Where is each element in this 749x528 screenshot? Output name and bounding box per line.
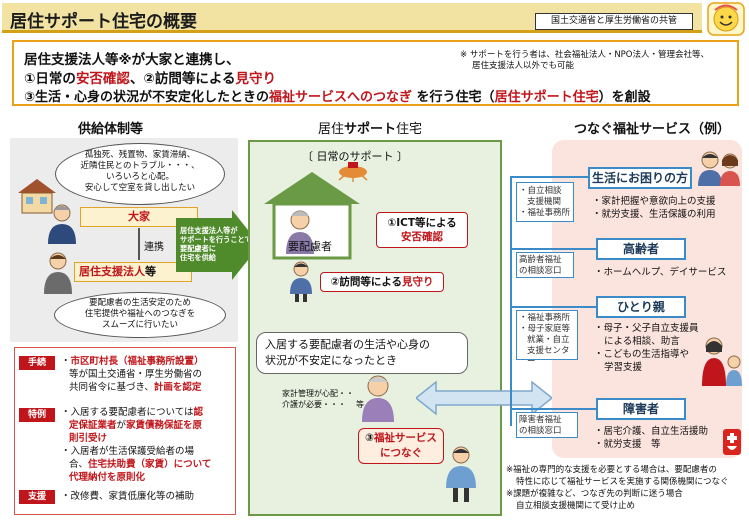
connect-line bbox=[138, 228, 140, 260]
summary-line-2: ①日常の安否確認、②訪問等による見守り bbox=[24, 71, 276, 87]
right-section-title: つなぐ福祉サービス（例） bbox=[574, 122, 731, 137]
support-corp-label: 居住支援法人等 bbox=[74, 262, 192, 282]
label-disability: 障害者福祉 の相談窓口 bbox=[516, 412, 578, 438]
person-label: 要配慮者 bbox=[288, 240, 332, 253]
renkei-label: 連携 bbox=[144, 242, 164, 253]
ministry-label: 国土交通省と厚生労働省の共管 bbox=[535, 13, 693, 30]
svc-list-single-parent: ・母子・父子自立支援員 による相談、助言 ・こどもの生活指導や 学習支援 bbox=[594, 323, 699, 373]
ict-check-box: ①ICT等による 安否確認 bbox=[376, 212, 468, 248]
support-thought-bubble: 要配慮者の生活安定のため 住宅提供や福祉へのつなぎを スムーズに行いたい bbox=[54, 292, 226, 338]
tag-support: 支援 bbox=[19, 490, 55, 504]
summary-line-1: 居住支援法人等※が大家と連携し、 bbox=[24, 52, 240, 68]
label-single-parent: ・福祉事務所 ・母子家庭等 就業・自立 支援センター bbox=[516, 310, 578, 367]
daily-support-label: 〔 日常のサポート 〕 bbox=[302, 150, 408, 163]
support-staff-icon bbox=[44, 252, 72, 294]
worry-text: 家計管理が心配・・ 介護が必要・・・等 bbox=[282, 389, 364, 409]
summary-box: 居住支援法人等※が大家と連携し、 ①日常の安否確認、②訪問等による見守り ③生活… bbox=[12, 40, 739, 106]
svc-list-elderly: ・ホームヘルプ、デイサービス bbox=[594, 267, 727, 278]
couple-icon bbox=[698, 151, 740, 186]
svc-head-needy: 生活にお困りの方 bbox=[588, 167, 692, 189]
supply-arrow bbox=[176, 210, 260, 280]
center-section-title: 居住サポート住宅 bbox=[318, 122, 423, 137]
supply-arrow-text: 居住支援法人等が サポートを行うことで 要配慮者に 住宅を供給 bbox=[180, 226, 252, 262]
visit-watch-box: ②訪問等による見守り bbox=[320, 272, 444, 292]
procedure-text: ・市区町村長（福祉事務所設置） 等が国土交通省・厚生労働省の 共同省令に基づき、… bbox=[61, 356, 204, 393]
home-icon bbox=[264, 172, 360, 260]
subsidy-text: ・改修費、家賃低廉化等の補助 bbox=[61, 491, 195, 502]
svc-head-single-parent: ひとり親 bbox=[596, 296, 686, 318]
help-mark-icon bbox=[723, 429, 741, 455]
connect-double-arrow bbox=[416, 380, 552, 416]
svc-list-needy: ・家計把握や意欲向上の支援 ・就労支援、生活保護の利用 bbox=[592, 196, 716, 220]
landlord-person-icon bbox=[48, 204, 76, 244]
tag-exception: 特例 bbox=[19, 408, 55, 422]
smiley-logo-icon bbox=[707, 2, 745, 36]
support-measures-box: 手続 ・市区町村長（福祉事務所設置） 等が国土交通省・厚生労働省の 共同省令に基… bbox=[14, 347, 236, 515]
elderly-person-icon bbox=[362, 375, 394, 422]
summary-line-3: ③生活・心身の状況が不安定化したときの福祉サービスへのつなぎ を行う住宅（居住サ… bbox=[24, 90, 651, 105]
svc-head-elderly: 高齢者 bbox=[596, 238, 686, 260]
unstable-situation-box: 入居する要配慮者の生活や心身の 状況が不安定になったとき bbox=[256, 332, 468, 374]
page-title: 居住サポート住宅の概要 bbox=[10, 12, 197, 32]
sensor-lamp-icon bbox=[338, 162, 368, 182]
bracket-line bbox=[510, 176, 512, 426]
exception-text: ・入居する要配慮者については認 定保証業者が家賃債務保証を原 則引受け ・入居者… bbox=[61, 407, 212, 483]
svc-list-disability: ・居宅介護、自立生活援助 ・就労支援 等 bbox=[594, 426, 709, 450]
left-section-title: 供給体制等 bbox=[78, 122, 144, 137]
landlord-thought-bubble: 孤独死、残置物、家賃滞納、 近隣住民とのトラブル・・・、 いろいろと心配。 安心… bbox=[55, 143, 225, 205]
landlord-label: 大家 bbox=[80, 207, 198, 227]
parent-child-icon bbox=[702, 337, 742, 386]
house-icon bbox=[18, 179, 56, 214]
label-self-support: ・自立相談 支援機関 ・福祉事務所 bbox=[516, 182, 574, 222]
tag-procedure: 手続 bbox=[19, 356, 55, 370]
svc-head-disability: 障害者 bbox=[596, 398, 686, 420]
caregiver-person-icon bbox=[446, 446, 476, 502]
welfare-footnote: ※福祉の専門的な支援を必要とする場合は、要配慮者の 特性に応じて福祉サービスを実… bbox=[506, 465, 729, 511]
label-elderly: 高齢者福祉 の相談窓口 bbox=[516, 252, 574, 278]
visitor-person-icon bbox=[290, 261, 312, 302]
connect-welfare-box: ③福祉サービス につなぐ bbox=[358, 428, 444, 464]
summary-note: ※ サポートを行う者は、社会福祉法人・NPO法人・管理会社等、 居住支援法人以外… bbox=[460, 50, 710, 71]
